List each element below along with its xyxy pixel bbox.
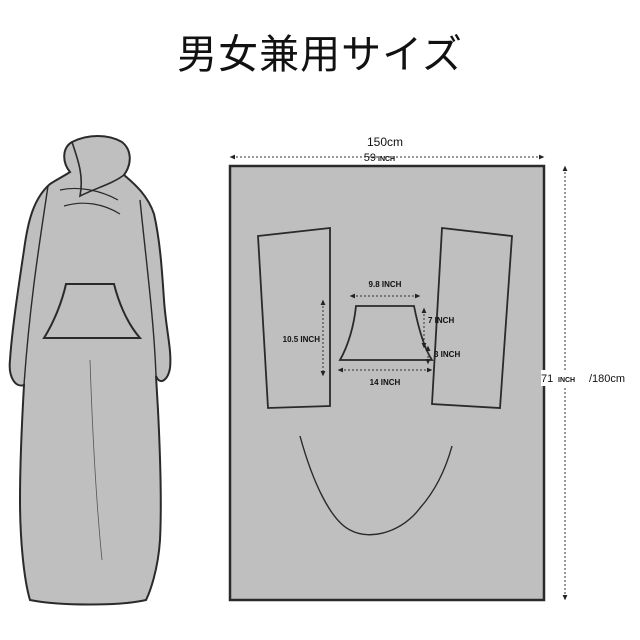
- width-inch-unit: INCH: [378, 156, 395, 163]
- pocket-top-width-label: 9.8 INCH: [369, 280, 402, 289]
- sleeve-length-label: 10.5 INCH: [283, 335, 321, 344]
- flat-blanket-diagram: [228, 164, 546, 602]
- left-sleeve-line: [23, 185, 49, 386]
- neck-opening: [299, 435, 453, 536]
- dimension-annotations: 150cm 59 INCH 71 INCH /180cm 9.8 INCH 14…: [229, 135, 633, 601]
- front-pocket: [42, 283, 143, 339]
- pocket-side-bottom-label: 3 INCH: [434, 350, 460, 359]
- right-sleeve: [431, 226, 513, 409]
- hood-fold: [59, 187, 121, 215]
- left-sleeve: [257, 226, 331, 409]
- height-inch-unit: INCH: [558, 377, 575, 384]
- pocket-bottom-width-label: 14 INCH: [370, 378, 401, 387]
- hood-collar: [71, 141, 125, 198]
- right-sleeve-line: [139, 199, 157, 377]
- pocket-side-height-label: 7 INCH: [428, 316, 454, 325]
- pocket-outline: [338, 305, 434, 361]
- height-inch-value: 71: [541, 373, 553, 385]
- wearable-blanket-figure: [8, 135, 172, 606]
- page-title: 男女兼用サイズ: [177, 32, 463, 78]
- blanket-hem-fold: [89, 359, 103, 561]
- height-cm-label: /180cm: [589, 373, 625, 385]
- width-inch-value: 59: [364, 152, 376, 164]
- height-label-bg: [541, 370, 633, 386]
- width-cm-label: 150cm: [367, 135, 403, 149]
